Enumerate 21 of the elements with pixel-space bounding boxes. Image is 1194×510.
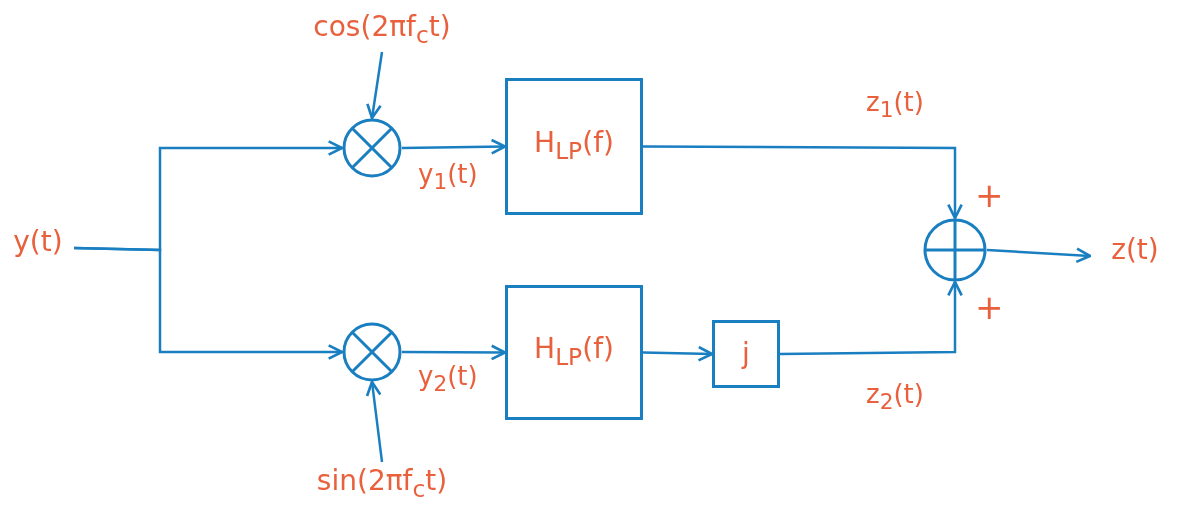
signal-label: y(t) — [2, 222, 74, 262]
arrow — [780, 280, 963, 356]
block: j — [712, 320, 780, 388]
arrow — [73, 246, 344, 360]
signal-label: z(t) — [1090, 230, 1180, 270]
sign-label: + — [975, 178, 1004, 212]
signal-label: sin(2πf$_{c}$t) — [292, 462, 472, 506]
summing-junction — [923, 218, 987, 282]
multiplier-circle — [342, 118, 402, 178]
arrow — [402, 138, 507, 155]
arrow — [642, 345, 714, 362]
multiplier-circle — [342, 322, 402, 382]
arrow — [402, 344, 507, 361]
sign-label: + — [975, 290, 1004, 324]
block: H$_{LP}$(f) — [505, 78, 643, 215]
signal-label: cos(2πf$_{c}$t) — [292, 8, 472, 52]
arrow — [986, 247, 1092, 264]
arrow — [365, 380, 384, 463]
block: H$_{LP}$(f) — [505, 285, 643, 420]
arrow — [643, 145, 963, 220]
arrow — [366, 51, 384, 120]
